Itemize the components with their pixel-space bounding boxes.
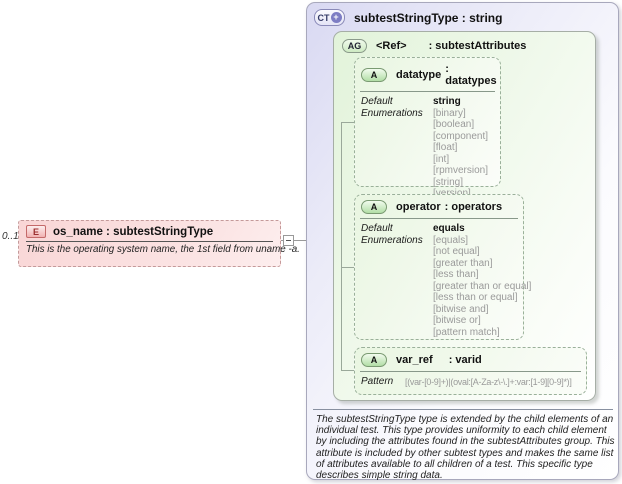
attribute-type: : varid	[448, 354, 482, 366]
bracket-line	[341, 122, 342, 371]
enumeration-value: [less than]	[433, 269, 479, 280]
attribute-icon: A	[361, 200, 387, 214]
enumeration-value: [string]	[433, 176, 464, 188]
attribute-icon: A	[361, 68, 387, 82]
enumeration-value: [equals]	[433, 234, 469, 246]
default-label: Default	[361, 223, 393, 234]
attribute-box-operator[interactable]: A operator : operators Default equals En…	[354, 194, 531, 340]
enumeration-value: [less than or equal]	[433, 292, 518, 303]
enumeration-value: [binary]	[433, 107, 466, 119]
enumeration-value: [version]	[433, 188, 488, 200]
enumerations-label: Enumerations	[361, 234, 423, 246]
enumeration-value: [greater than]	[433, 257, 493, 269]
attribute-box-var-ref[interactable]: A var_ref : varid Pattern [(var-[0-9]+)|…	[354, 347, 587, 395]
enumeration-value: [pattern match]	[433, 326, 500, 338]
default-value: string	[433, 96, 461, 107]
attribute-box-datatype[interactable]: A datatype : datatypes Default string En…	[354, 57, 501, 199]
divider	[313, 409, 613, 410]
attribute-name: datatype	[396, 69, 442, 81]
bracket-stub	[341, 370, 354, 371]
enumeration-value: [int]	[433, 153, 450, 165]
complex-type-icon: CT +	[314, 9, 345, 26]
attribute-icon: A	[361, 353, 387, 367]
pattern-value: [(var-[0-9]+)|(oval:[A-Za-z\-\.]+:var:[1…	[405, 377, 572, 387]
collapse-handle-icon[interactable]	[283, 235, 294, 246]
enumeration-value: [not equal]	[433, 246, 480, 257]
bracket-stub	[341, 267, 354, 268]
attribute-type: : operators	[444, 201, 503, 213]
enumeration-value: [bitwise and]	[433, 303, 489, 315]
divider	[26, 241, 273, 242]
element-annotation: This is the operating system name, the 1…	[26, 244, 300, 255]
enumeration-value: [float]	[433, 142, 458, 153]
divider	[360, 371, 581, 372]
bracket-stub	[341, 122, 354, 123]
attribute-type: : datatypes	[445, 63, 497, 87]
attribute-group-title: : subtestAttributes	[428, 40, 527, 52]
divider	[360, 91, 495, 92]
pattern-label: Pattern	[361, 376, 394, 387]
connector-line	[281, 240, 307, 241]
attribute-name: var_ref	[396, 354, 433, 366]
element-title: os_name : subtestStringType	[53, 225, 214, 238]
element-icon: E	[26, 225, 46, 238]
enumeration-value: [greater than or equal]	[433, 280, 532, 292]
enumeration-list: [binary][boolean][component][float][int]…	[433, 108, 488, 200]
type-documentation: The subtestStringType type is extended b…	[316, 414, 615, 482]
enumeration-list: [equals][not equal][greater than][less t…	[433, 235, 531, 339]
attribute-group-ref[interactable]: <Ref>	[376, 40, 407, 52]
enumeration-value: [boolean]	[433, 119, 475, 130]
attribute-name: operator	[396, 201, 441, 213]
element-box-os-name[interactable]: E os_name : subtestStringType This is th…	[18, 220, 300, 267]
complex-type-title: subtestStringType : string	[354, 10, 503, 25]
enumeration-value: [bitwise or]	[433, 315, 481, 326]
complex-type-box: CT + subtestStringType : string AG <Ref>…	[306, 2, 619, 482]
default-label: Default	[361, 96, 393, 107]
enumerations-label: Enumerations	[361, 107, 423, 119]
enumeration-value: [component]	[433, 130, 489, 142]
default-value: equals	[433, 223, 465, 234]
expand-icon[interactable]: +	[330, 12, 342, 23]
attribute-group-icon: AG	[342, 39, 367, 53]
divider	[360, 218, 518, 219]
cardinality-label: 0..1	[2, 231, 19, 242]
enumeration-value: [rpmversion]	[433, 165, 489, 176]
attribute-group-box[interactable]: AG <Ref> : subtestAttributes A datatype …	[333, 31, 596, 401]
